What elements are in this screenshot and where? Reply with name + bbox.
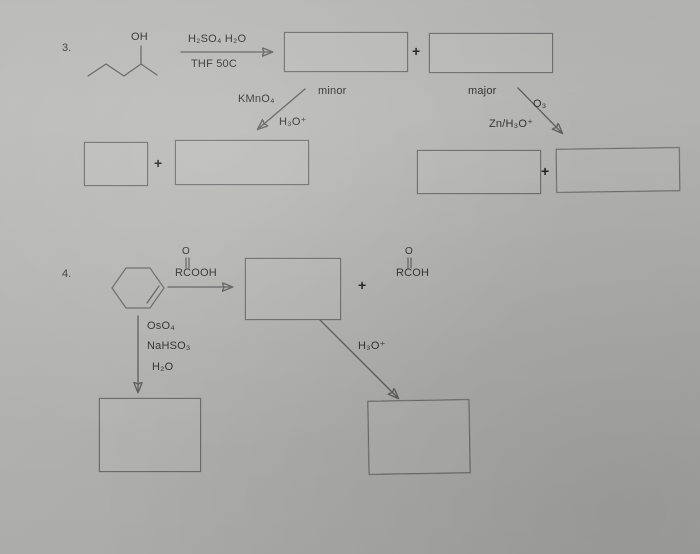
answer-box-3-ozone-a[interactable] — [417, 150, 541, 194]
answer-box-3-major[interactable] — [429, 33, 553, 73]
reagent-rcooh: RCOOH — [175, 267, 217, 279]
answer-box-4-epoxide[interactable] — [245, 258, 341, 320]
problem-4-number: 4. — [62, 268, 72, 280]
plus-4: + — [358, 277, 367, 293]
reagent-kmno4: KMnO₄ — [238, 93, 275, 105]
reagent-o3: O₃ — [533, 98, 547, 110]
reagent-h3o-kmno4: H₃O⁺ — [279, 116, 307, 128]
plus-3-kmno4: + — [154, 155, 163, 171]
problem-3-number: 3. — [62, 42, 72, 54]
answer-box-3-ozone-b[interactable] — [555, 147, 681, 193]
answer-box-3-kmno4-a[interactable] — [84, 142, 148, 186]
reagent-thf-50c: THF 50C — [191, 58, 237, 70]
answer-box-4-hydrolysis-product[interactable] — [367, 399, 471, 475]
label-major: major — [468, 85, 497, 97]
answer-box-3-minor[interactable] — [284, 32, 408, 72]
structure-cyclohexene — [111, 267, 165, 309]
label-minor: minor — [318, 85, 347, 97]
structure-2-pentanol — [87, 45, 158, 77]
reagent-zn-h3o: Zn/H₃O⁺ — [489, 118, 534, 130]
reagent-text-top: H₂SO₄ H₂O — [188, 33, 247, 45]
plus-3-top: + — [412, 43, 421, 59]
reagent-h3o-hydrolysis: H₃O⁺ — [358, 340, 386, 352]
reagent-text-bottom: THF 50C — [191, 58, 238, 70]
reaction-arrow-hydrolysis — [319, 319, 398, 398]
label-oh: OH — [131, 31, 148, 43]
reagent-oso4: OsO₄ — [147, 320, 175, 332]
reagent-h2so4-h2o: H₂SO₄ H₂O — [188, 33, 246, 45]
reagent-carbonyl-o-rcooh: O — [182, 246, 190, 257]
reagent-h2o: H₂O — [152, 361, 174, 373]
answer-box-3-kmno4-b[interactable] — [175, 140, 309, 185]
answer-box-4-diol[interactable] — [99, 398, 201, 472]
byproduct-rcoh: RCOH — [396, 267, 430, 279]
plus-3-ozone: + — [541, 163, 550, 179]
byproduct-carbonyl-o: O — [405, 246, 413, 257]
reagent-nahso3: NaHSO₃ — [147, 340, 191, 352]
